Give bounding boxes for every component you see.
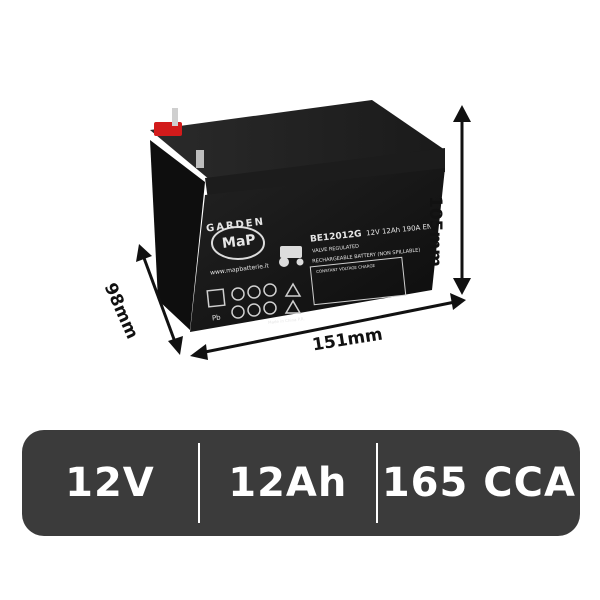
voltage-spec: 12V (65, 460, 155, 506)
tractor-icon (280, 246, 302, 258)
terminal-tab (172, 108, 178, 126)
battery-top-face (150, 100, 445, 180)
lead-mark: Pb (211, 313, 222, 323)
spec-bar: 12V 12Ah 165 CCA (22, 430, 580, 536)
tractor-wheel-icon (279, 257, 289, 267)
battery-side-face (150, 140, 205, 330)
map-logo-mark (211, 226, 265, 260)
height-label: 105mm (425, 196, 445, 267)
battery-front-face (190, 168, 445, 332)
width-dimension-arrow (190, 293, 466, 360)
safety-symbols (206, 282, 302, 319)
tractor-wheel-icon (296, 258, 304, 266)
battery-illustration (136, 100, 471, 360)
charge-info-box (309, 256, 407, 306)
capacity-spec: 12Ah (228, 460, 348, 506)
product-image: GARDEN MaP www.mapbatterie.it BE12012G 1… (100, 100, 471, 360)
depth-dimension-arrow (136, 244, 183, 355)
spec-divider (197, 443, 200, 523)
height-dimension-arrow (453, 105, 471, 295)
battery-lid (205, 148, 445, 200)
negative-terminal-tab (196, 150, 204, 168)
spec-divider (375, 443, 378, 523)
cca-spec: 165 CCA (381, 460, 576, 506)
